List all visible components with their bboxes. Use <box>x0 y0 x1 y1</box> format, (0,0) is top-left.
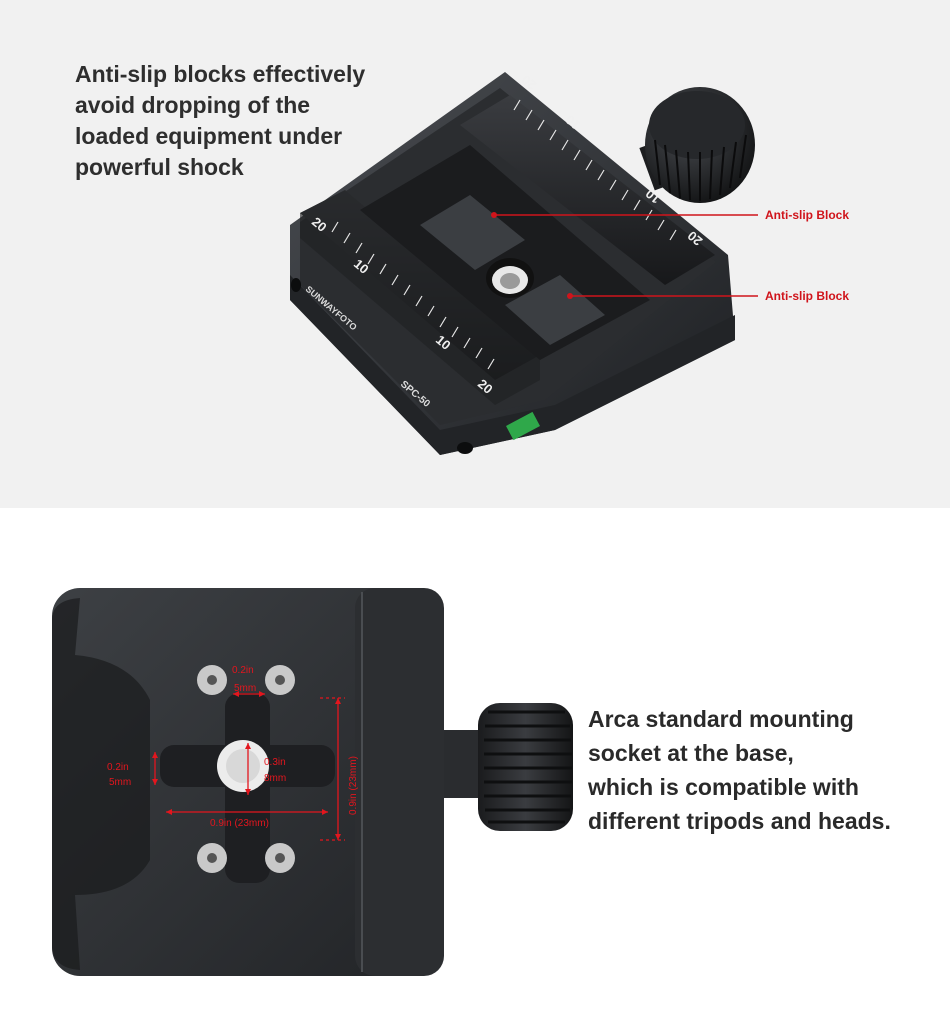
top-caption-line: Anti-slip blocks effectively <box>75 61 366 87</box>
dimension-label: 0.9in (23mm) <box>348 756 359 815</box>
clamp-base-view-image: 0.2in 5mm 0.2in 5mm 0.3in 8mm 0.9in (23m… <box>52 588 573 976</box>
dimension-label: 5mm <box>234 683 256 694</box>
left-scale-ticks <box>331 221 495 370</box>
top-caption-line: loaded equipment under <box>75 123 343 149</box>
anti-slip-block <box>505 275 605 345</box>
top-caption-line: avoid dropping of the <box>75 92 311 118</box>
bubble-level <box>506 411 540 441</box>
callout-label: Anti-slip Block <box>765 289 850 303</box>
bottom-caption: Arca standard mounting socket at the bas… <box>588 702 891 838</box>
dimension-label: 0.2in <box>232 665 254 676</box>
screw-group <box>197 665 295 873</box>
top-caption: Anti-slip blocks effectively avoid dropp… <box>75 59 365 183</box>
top-caption-line: powerful shock <box>75 154 244 180</box>
dimension-label: 0.3in <box>264 757 286 768</box>
bottom-caption-line: socket at the base, <box>588 740 794 766</box>
bottom-caption-line: Arca standard mounting <box>588 706 854 732</box>
anti-slip-block <box>420 195 525 270</box>
dimension-label: 0.2in <box>107 762 129 773</box>
callout-label: Anti-slip Block <box>765 208 850 222</box>
right-clamp-rail <box>460 95 715 285</box>
clamp-top-view-image: 20 10 10 20 20 10 10 20 SUNWAYFOTO SPC-5… <box>290 72 758 455</box>
right-scale-ticks <box>513 99 677 241</box>
dimension-label: 8mm <box>264 773 286 784</box>
bottom-caption-line: which is compatible with <box>588 774 859 800</box>
bottom-caption-line: different tripods and heads. <box>588 808 891 834</box>
dimension-label: 0.9in (23mm) <box>210 818 269 829</box>
dimension-label: 5mm <box>109 777 131 788</box>
